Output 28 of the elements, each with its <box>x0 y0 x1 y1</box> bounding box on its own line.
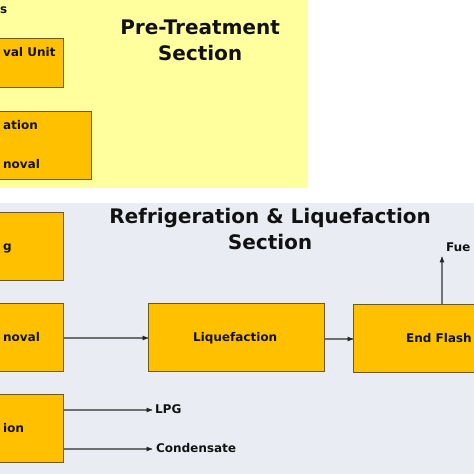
stream-label: Fue <box>446 240 470 254</box>
arrow <box>440 256 444 304</box>
box-label: ion <box>3 421 24 435</box>
process-box <box>0 38 64 88</box>
process-box <box>0 212 64 281</box>
process-box <box>0 303 64 372</box>
section-panel <box>0 203 474 474</box>
arrow <box>64 446 153 452</box>
process-box <box>148 303 325 372</box>
box-label: g <box>3 239 12 253</box>
process-box <box>353 304 474 373</box>
section-title: Pre-Treatment Section <box>119 14 281 66</box>
section-title: Refrigeration & Liquefaction Section <box>108 203 432 255</box>
stream-label: LPG <box>155 402 182 416</box>
section-panel <box>0 0 308 188</box>
box-label: Liquefaction <box>193 330 278 344</box>
process-box <box>0 394 64 463</box>
box-label: noval <box>3 157 40 171</box>
box-label: ation <box>3 118 38 132</box>
stream-label: Condensate <box>156 441 236 455</box>
box-label: noval <box>3 330 40 344</box>
process-box <box>0 111 92 180</box>
arrow <box>325 336 354 342</box>
box-label: End Flash <box>406 331 472 345</box>
arrow <box>64 336 149 340</box>
arrow <box>64 408 153 412</box>
cut-off-text: s <box>0 2 8 16</box>
box-label: val Unit <box>3 45 56 59</box>
